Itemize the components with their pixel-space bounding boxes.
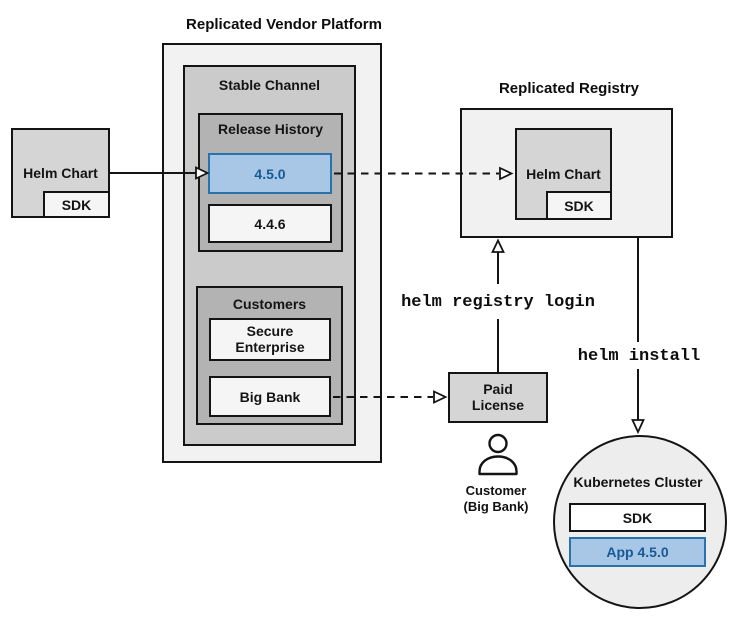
cluster-app-label: App 4.5.0: [606, 544, 669, 560]
registry-sdk-label: SDK: [564, 197, 594, 214]
release-4-4-6-label: 4.4.6: [254, 215, 286, 232]
kubernetes-cluster-title: Kubernetes Cluster: [573, 474, 703, 490]
release-4-5-0: 4.5.0: [208, 153, 332, 194]
customers-label: Customers: [232, 296, 307, 312]
arrow-registry-to-cluster: [631, 238, 645, 435]
customer-caption-name: Customer: [465, 483, 527, 498]
customer-secure-enterprise-label: Secure Enterprise: [235, 322, 305, 355]
cluster-sdk-label: SDK: [622, 509, 653, 526]
customer-big-bank-label: Big Bank: [239, 388, 301, 405]
cluster-app-box: App 4.5.0: [569, 537, 706, 567]
customer-caption: Customer (Big Bank): [464, 483, 529, 516]
helm-install-label: helm install: [577, 347, 701, 366]
stable-channel-label: Stable Channel: [218, 77, 321, 93]
vendor-helm-chart-label: Helm Chart: [23, 165, 98, 181]
registry-sdk-box: SDK: [546, 191, 612, 220]
release-history-label: Release History: [217, 121, 324, 137]
paid-license-label: Paid License: [471, 380, 525, 413]
release-4-5-0-label: 4.5.0: [254, 165, 286, 182]
customer-caption-detail: (Big Bank): [463, 499, 529, 515]
helm-registry-login-label: helm registry login: [401, 293, 595, 312]
customer-person-icon: [478, 433, 518, 476]
platform-title: Replicated Vendor Platform: [186, 16, 382, 33]
registry-title: Replicated Registry: [498, 80, 640, 97]
customer-secure-enterprise: Secure Enterprise: [209, 318, 331, 361]
release-4-4-6: 4.4.6: [208, 204, 332, 243]
customer-big-bank: Big Bank: [209, 376, 331, 417]
vendor-sdk-box: SDK: [43, 191, 110, 218]
registry-helm-chart-label: Helm Chart: [526, 166, 601, 182]
cluster-sdk-box: SDK: [569, 503, 706, 532]
paid-license-box: Paid License: [448, 372, 548, 423]
vendor-sdk-label: SDK: [61, 196, 92, 213]
